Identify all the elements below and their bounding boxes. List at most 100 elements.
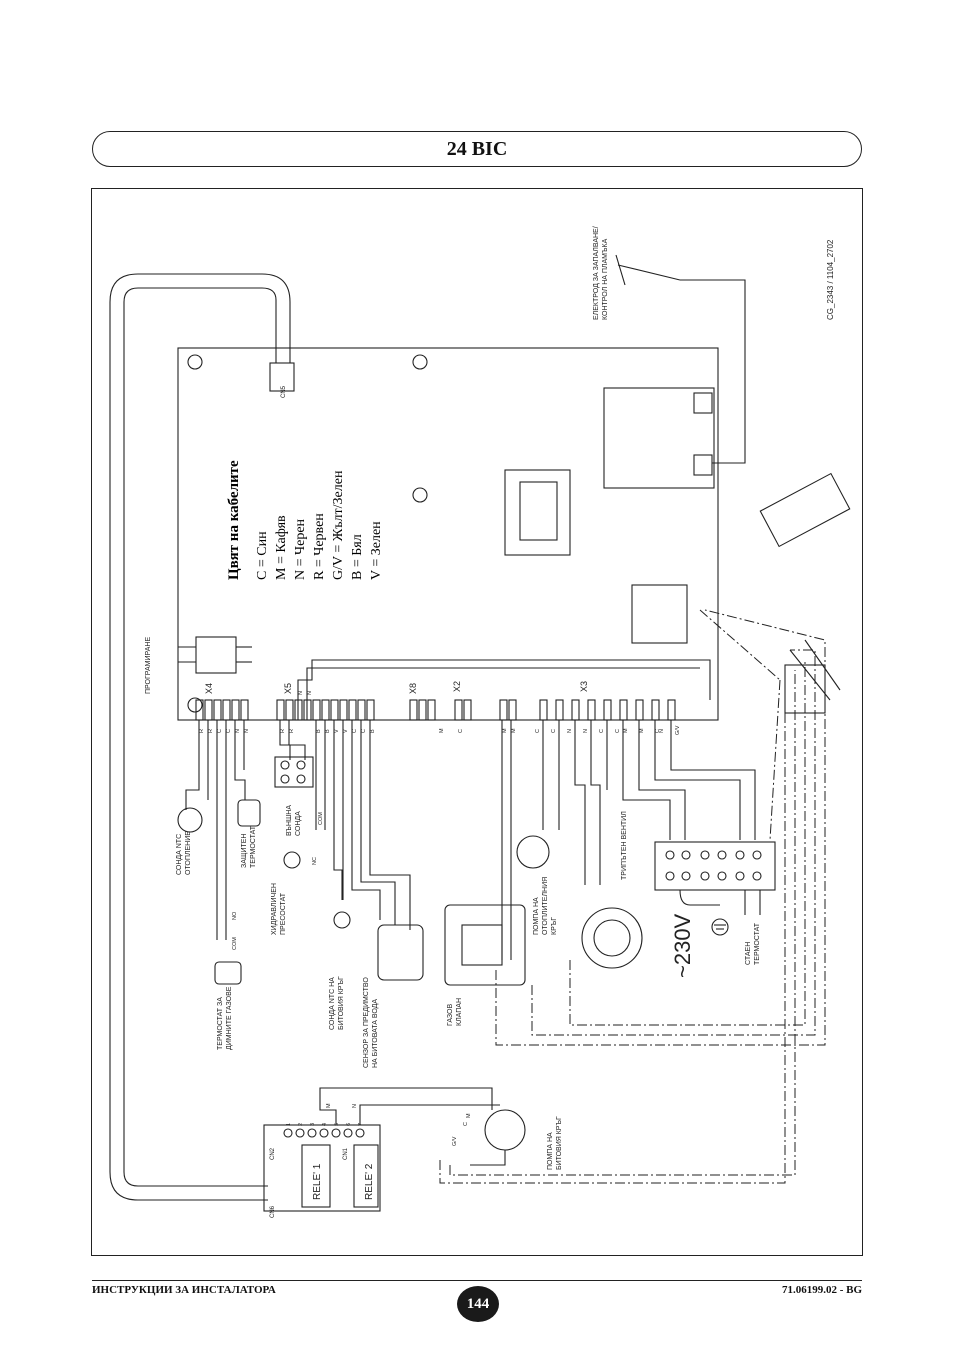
- x2-label: X2: [452, 681, 462, 692]
- pin-label: C: [458, 729, 464, 733]
- pin-label: R: [289, 729, 295, 733]
- pin-label: C: [655, 729, 661, 733]
- wire-label: G/V: [452, 1136, 458, 1146]
- dhw-pump-label-2: БИТОВИЯ КРЪГ: [556, 1116, 563, 1170]
- wire-label: M: [466, 1113, 472, 1118]
- dhw-priority-label-2: НА БИТОВАТА ВОДА: [372, 999, 379, 1068]
- pin-label: R: [199, 729, 205, 733]
- gas-valve: [444, 904, 526, 986]
- room-thermostat-label-2: ТЕРМОСТАТ: [754, 922, 761, 965]
- relay-box: [603, 387, 715, 489]
- pin-label: C: [615, 729, 621, 733]
- ntc-heating-label-1: СОНДА NTC: [176, 834, 183, 875]
- heating-pump-label-3: КРЪГ: [551, 917, 558, 935]
- pin-label: B: [370, 729, 376, 733]
- connector-pins: [195, 699, 676, 721]
- switch-label: COM: [232, 937, 238, 950]
- three-way-valve-label: ТРИПЪТЕН ВЕНТИЛ: [621, 811, 628, 880]
- switch-label: COM: [318, 812, 324, 825]
- pin-label: B: [316, 729, 322, 733]
- pin-label: C: [361, 729, 367, 733]
- mounting-hole: [412, 354, 428, 370]
- drawing-code: CG_2343 / 1104_2702: [826, 239, 835, 320]
- ntc-dhw-probe: [333, 911, 351, 929]
- terminal-number: 4: [322, 1123, 328, 1126]
- pin-label: R: [280, 729, 286, 733]
- heating-pump-label-1: ПОМПА НА: [533, 897, 540, 935]
- mains-terminal-strip: [654, 841, 776, 891]
- x3-label: X3: [579, 681, 589, 692]
- terminal-number: 5: [334, 1123, 340, 1126]
- mounting-hole: [187, 354, 203, 370]
- terminal-number: 2: [298, 1123, 304, 1126]
- pin-label: N: [244, 729, 250, 733]
- ntc-dhw-label-2: БИТОВИЯ КРЪГ: [338, 976, 345, 1030]
- dhw-pump-label-1: ПОМПА НА: [547, 1132, 554, 1170]
- pin-label: N: [235, 729, 241, 733]
- terminal-number: 3: [310, 1123, 316, 1126]
- outdoor-probe-label-1: ВЪНШНА: [286, 805, 293, 836]
- dhw-priority-sensor: [377, 924, 424, 981]
- heating-pump: [516, 835, 550, 869]
- programming-label: ПРОГРАМИРАНЕ: [145, 637, 152, 694]
- flue-thermostat-label-1: ТЕРМОСТАТ ЗА: [217, 997, 224, 1050]
- switch-label: NC: [312, 857, 318, 865]
- pin-label: C: [226, 729, 232, 733]
- footer-rule: [92, 1280, 862, 1281]
- page-title: 24 BIC: [446, 137, 508, 160]
- legend-entry: V = Зелен: [369, 521, 384, 580]
- flue-thermostat-label-2: ДИМНИТЕ ГАЗОВЕ: [226, 986, 233, 1050]
- cn2-label: CN2: [270, 1147, 276, 1160]
- pin-label: C: [535, 729, 541, 733]
- gas-valve-label-2: КЛАПАН: [456, 998, 463, 1026]
- electrode-label-2: КОНТРОЛ НА ПЛАМЪКА: [602, 238, 609, 320]
- pcb-chip: [631, 584, 688, 644]
- x4-label: X4: [204, 683, 214, 694]
- pin-label: M: [511, 728, 517, 733]
- wire-label: C: [463, 1122, 469, 1126]
- outdoor-probe-label-2: СОНДА: [295, 811, 302, 836]
- mounting-hole: [187, 697, 203, 713]
- gas-valve-label-1: ГАЗОВ: [447, 1003, 454, 1026]
- safety-thermostat-label-1: ЗАЩИТЕН: [241, 834, 248, 869]
- legend-title: Цвят на кабелите: [226, 460, 242, 580]
- cn6-label: CN6: [270, 1205, 276, 1218]
- pin-label: G/V: [675, 725, 681, 735]
- dhw-priority-label-1: СЕНЗОР ЗА ПРЕДИМСТВО: [363, 977, 370, 1068]
- legend-entry: C = Син: [255, 531, 270, 580]
- page-number: 144: [457, 1286, 499, 1322]
- footer-right-text: 71.06199.02 - BG: [781, 1284, 862, 1296]
- mounting-hole: [412, 487, 428, 503]
- rele1-label: RELE' 1: [312, 1163, 323, 1200]
- wire-label: N: [352, 1104, 358, 1108]
- title-bar: 24 BIC: [92, 131, 862, 167]
- cn5-label: CN5: [281, 385, 287, 398]
- x8-label: X8: [408, 683, 418, 694]
- legend-entry: R = Червен: [312, 513, 327, 580]
- terminal-number: 6: [346, 1123, 352, 1126]
- safety-thermostat: [237, 799, 261, 827]
- heating-pump-label-2: ОТОПЛИТЕЛНИЯ: [542, 877, 549, 935]
- ntc-heating-probe: [177, 807, 203, 833]
- legend-entry: B = Бял: [350, 534, 365, 580]
- room-thermostat-label-1: СТАЕН: [745, 942, 752, 965]
- diagram-frame: [91, 188, 863, 1256]
- pin-label: N: [583, 729, 589, 733]
- pin-label: B: [325, 729, 331, 733]
- hydraulic-switch-label-2: ПРЕСОСТАТ: [280, 892, 287, 935]
- terminal-number: 7: [358, 1123, 364, 1126]
- pin-label: N: [567, 729, 573, 733]
- voltage-label: ~230V: [670, 913, 695, 978]
- pcb-board: [177, 347, 719, 721]
- outdoor-probe: [274, 756, 314, 788]
- pin-label: M: [502, 728, 508, 733]
- switch-label: NO: [232, 911, 238, 920]
- ntc-heating-label-2: ОТОПЛЕНИЕ: [185, 831, 192, 875]
- pin-label: V: [343, 729, 349, 733]
- wire-label: M: [326, 1103, 332, 1108]
- hydraulic-switch: [283, 851, 301, 869]
- terminal-number: 1: [286, 1123, 292, 1126]
- footer-left-text: ИНСТРУКЦИИ ЗА ИНСТАЛАТОРА: [92, 1284, 276, 1296]
- relay-terminal-board: [263, 1124, 381, 1212]
